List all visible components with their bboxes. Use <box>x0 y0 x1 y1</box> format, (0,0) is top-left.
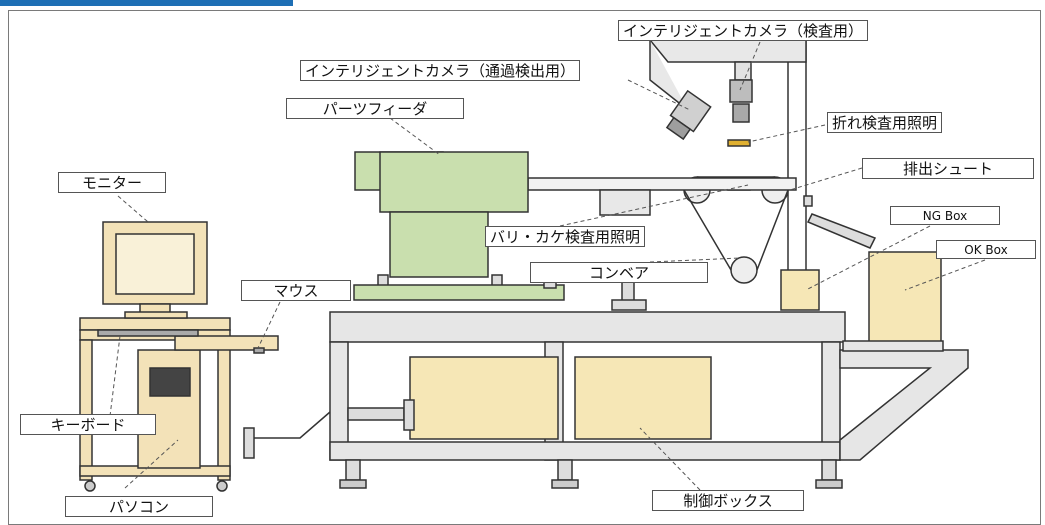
label-parts-feeder: パーツフィーダ <box>286 98 464 119</box>
label-pc: パソコン <box>65 496 213 517</box>
feeder-bowl <box>379 151 529 213</box>
mouse-shape <box>253 347 265 354</box>
label-fold-inspection-light: 折れ検査用照明 <box>827 112 943 133</box>
camera-arm-bend <box>649 40 689 111</box>
monitor-screen <box>115 233 195 295</box>
ng-box-shape <box>780 269 820 311</box>
label-conveyor: コンベア <box>530 262 708 283</box>
passage-camera <box>665 89 712 141</box>
keyboard-tray <box>174 335 279 351</box>
table-extension <box>839 349 969 461</box>
table-bottom-rail <box>329 441 841 461</box>
fold-light-fixture <box>727 139 751 147</box>
camera-pillar <box>787 39 807 291</box>
rail-housing <box>599 189 651 216</box>
pc-drive <box>149 367 191 397</box>
leader-lines <box>109 41 986 491</box>
keyboard-shape <box>97 329 199 337</box>
feeder-plate <box>353 284 565 301</box>
feeder-base <box>389 211 489 278</box>
control-box-left <box>409 356 559 440</box>
label-monitor: モニター <box>58 172 166 193</box>
conveyor-roller-bottom <box>730 256 758 284</box>
desk-leg-left <box>79 339 93 481</box>
inspection-camera-mount <box>734 61 752 81</box>
camera-arm <box>648 39 807 63</box>
ok-box-shape <box>868 251 942 343</box>
label-mouse: マウス <box>241 280 351 301</box>
label-ok-box: OK Box <box>936 240 1036 259</box>
label-ng-box: NG Box <box>890 206 1000 225</box>
discharge-chute-body <box>806 213 877 249</box>
table-top <box>329 311 846 343</box>
desk-top <box>79 317 231 331</box>
label-discharge-chute: 排出シュート <box>862 158 1034 179</box>
label-intelligent-camera-inspection: インテリジェントカメラ（検査用） <box>618 20 869 41</box>
inspection-camera-lens <box>732 103 750 123</box>
control-box-right <box>574 356 712 440</box>
inspection-camera-body <box>729 79 753 103</box>
label-control-box: 制御ボックス <box>652 490 804 511</box>
crank-cable <box>250 411 331 439</box>
conveyor-belt <box>683 176 789 271</box>
desk-leg-right <box>217 339 231 481</box>
label-keyboard: キーボード <box>20 414 156 435</box>
label-burr-chip-inspection-light: バリ・カケ検査用照明 <box>485 226 646 247</box>
crank-handle <box>243 427 255 459</box>
label-intelligent-camera-passage: インテリジェントカメラ（通過検出用） <box>300 60 581 81</box>
header-accent-bar <box>0 0 293 6</box>
chute-gate <box>803 195 813 207</box>
feeder-rail <box>527 177 797 191</box>
